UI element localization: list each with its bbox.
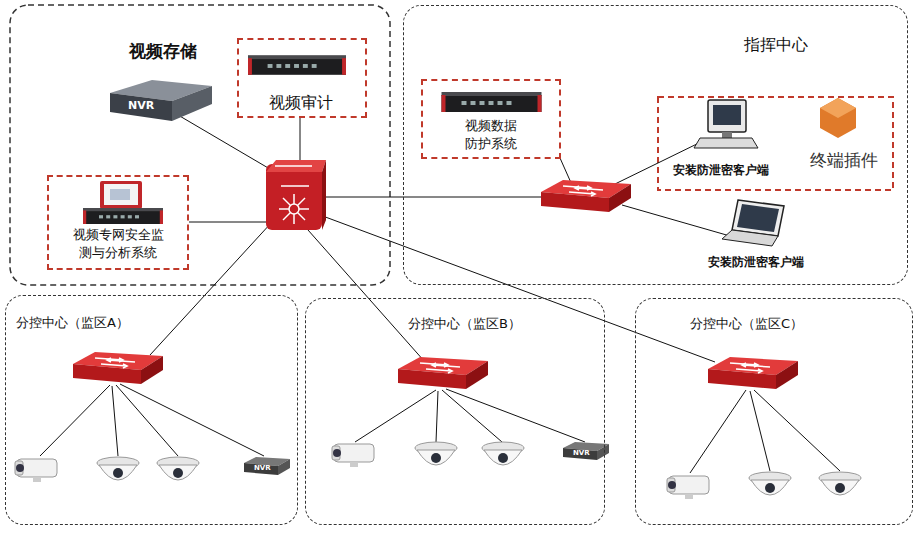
region-box: 分控中心（监区C） bbox=[635, 298, 913, 525]
node-text: 分控中心（监区A） bbox=[16, 314, 216, 332]
node-text: 安装防泄密客户端 bbox=[656, 162, 786, 178]
node-text: 视频专网安全监测与分析系统 bbox=[68, 226, 168, 261]
region-box: 分控中心（监区B） bbox=[305, 298, 605, 525]
node-text: 视频数据防护系统 bbox=[461, 117, 521, 152]
device-label: 视频存储 bbox=[105, 38, 224, 88]
device-tag: NVR bbox=[254, 465, 271, 472]
client-label: 安装防泄密客户端 bbox=[696, 196, 820, 276]
device-box: 视频数据防护系统 bbox=[421, 79, 561, 159]
device-tag: NVR bbox=[573, 450, 590, 457]
region-box: 指挥中心视频数据防护系统安装防泄密客户端终端插件安装防泄密客户端 bbox=[403, 5, 908, 285]
node-text: 分控中心（监区C） bbox=[688, 315, 805, 333]
plugin-label: 终端插件 bbox=[796, 99, 895, 177]
device-box: 视频审计 bbox=[237, 38, 367, 118]
node-text: 终端插件 bbox=[796, 149, 891, 172]
node-text: 视频审计 bbox=[239, 92, 363, 114]
node-text: 分控中心（监区B） bbox=[406, 315, 523, 333]
client-label: 安装防泄密客户端 bbox=[656, 99, 790, 183]
device-box: 视频专网安全监测与分析系统 bbox=[47, 175, 189, 270]
region-box: 分控中心（监区A） bbox=[5, 295, 298, 525]
node-text: 视频存储 bbox=[105, 40, 220, 63]
node-text: 安装防泄密客户端 bbox=[696, 254, 816, 270]
device-tag: NVR bbox=[128, 100, 154, 111]
node-text: 指挥中心 bbox=[726, 34, 826, 56]
